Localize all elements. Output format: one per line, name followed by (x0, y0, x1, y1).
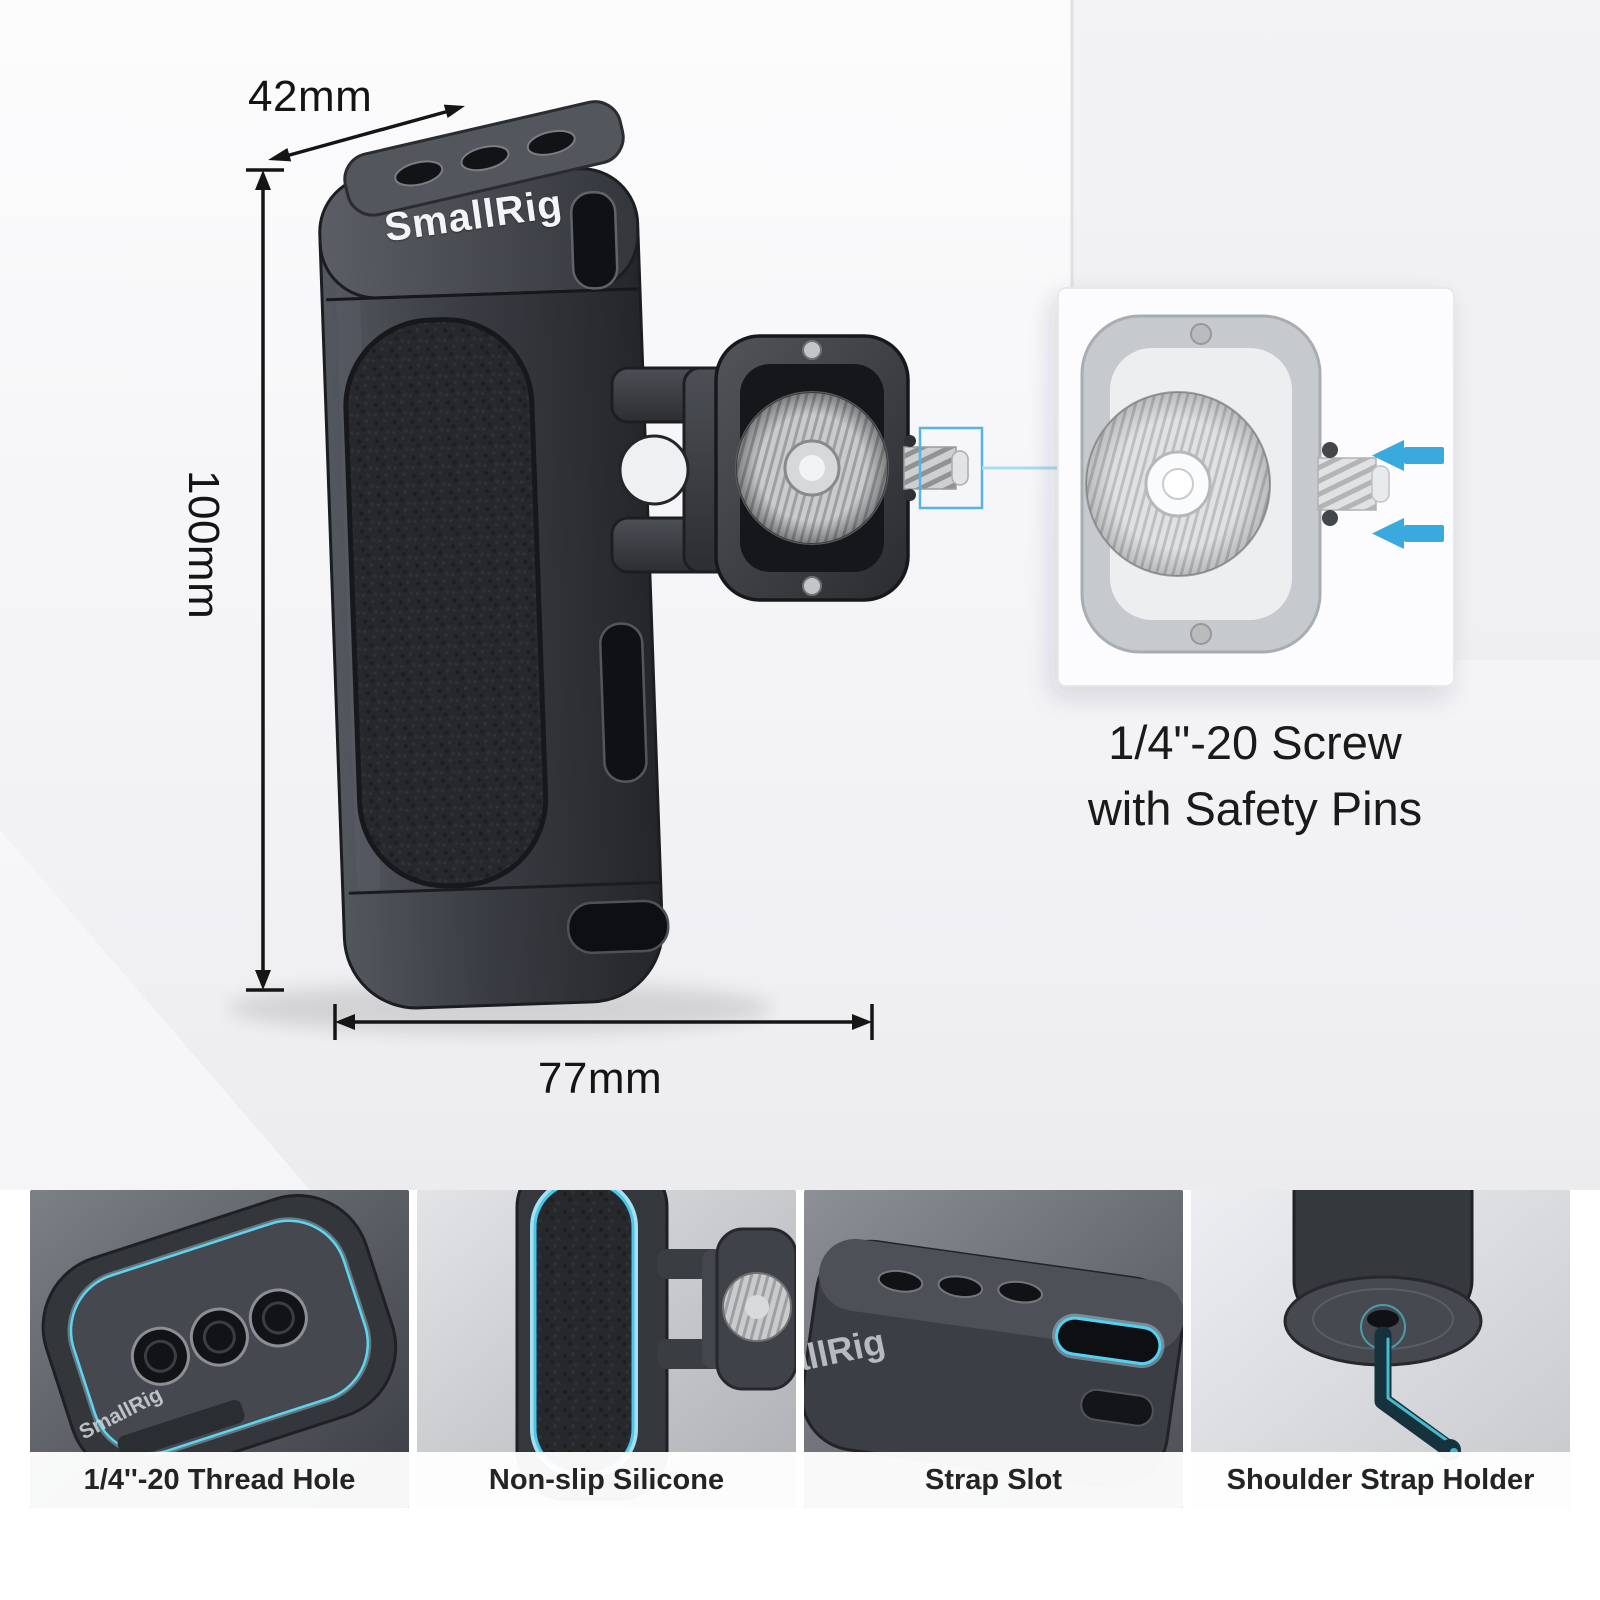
ghost-clamp-plate (1080, 314, 1322, 654)
screw-detail-panel (1057, 287, 1455, 687)
top-thread-hole (526, 129, 576, 156)
safety-pin (1322, 442, 1338, 458)
bottom-strap-slot (566, 899, 670, 955)
top-thread-hole (394, 160, 444, 187)
dimension-width-label: 42mm (248, 72, 373, 121)
callout-line-1: 1/4"-20 Screw (1108, 716, 1402, 769)
feature-caption: Non-slip Silicone (417, 1452, 796, 1508)
hero-illustration (0, 0, 1600, 1190)
safety-pin (904, 435, 916, 447)
clamp-plate (714, 334, 910, 602)
top-thread-hole (460, 145, 510, 172)
feature-caption: Shoulder Strap Holder (1191, 1452, 1570, 1508)
arm-cutout (618, 434, 690, 506)
side-slot (599, 622, 648, 783)
safety-pin (904, 489, 916, 501)
dimension-height-label: 100mm (179, 470, 228, 620)
feature-card-strap-holder: Shoulder Strap Holder (1191, 1190, 1570, 1508)
thread-hole (130, 1326, 190, 1386)
dimension-depth-label: 77mm (537, 1054, 663, 1103)
feature-card-thread-hole: SmallRig 1/4''-20 Thread Hole (30, 1190, 409, 1508)
feature-card-silicone: Non-slip Silicone (417, 1190, 796, 1508)
screw-callout: 1/4"-20 Screw with Safety Pins (1010, 710, 1500, 842)
feature-caption: 1/4''-20 Thread Hole (30, 1452, 409, 1508)
thread-hole (189, 1307, 249, 1367)
insertion-arrow-icon (1372, 518, 1444, 549)
upper-strap-slot (569, 191, 619, 290)
side-handle-product (318, 100, 670, 1010)
callout-line-2: with Safety Pins (1087, 781, 1423, 835)
dimension-lines (246, 104, 874, 1040)
thread-hole (248, 1288, 308, 1348)
feature-caption: Strap Slot (804, 1452, 1183, 1508)
silicone-grip (343, 317, 549, 889)
feature-card-strap-slot: SmallRig Strap Slot (804, 1190, 1183, 1508)
top-mounting-plate (343, 100, 625, 217)
quarter-inch-screw (903, 435, 969, 501)
safety-pin (1322, 510, 1338, 526)
insertion-arrow-icon (1372, 440, 1444, 471)
ghost-screw (1317, 442, 1390, 526)
feature-strip: SmallRig 1/4''-20 Thread Hole (0, 1190, 1600, 1508)
strap-slot-photo (804, 1190, 1183, 1508)
